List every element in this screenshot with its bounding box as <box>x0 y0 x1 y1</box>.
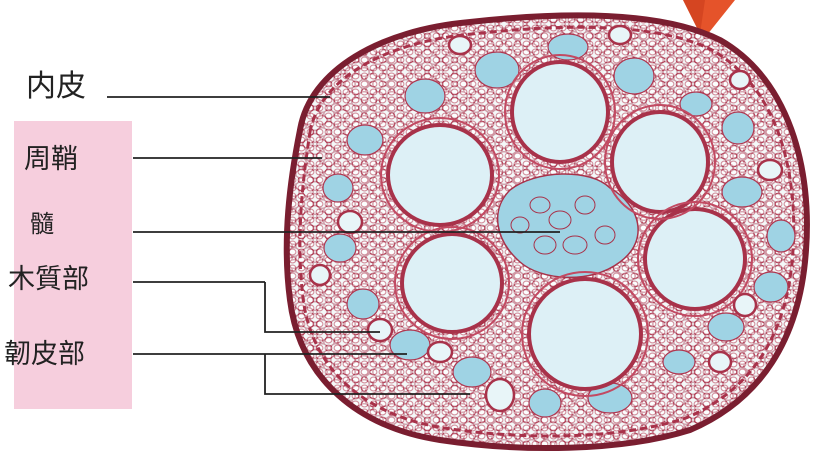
label-pericycle: 周鞘 <box>24 146 78 173</box>
label-phloem: 韌皮部 <box>4 341 85 368</box>
label-pith: 髓 <box>30 212 54 236</box>
label-endodermis: 内皮 <box>26 72 86 102</box>
label-xylem: 木質部 <box>8 266 89 293</box>
